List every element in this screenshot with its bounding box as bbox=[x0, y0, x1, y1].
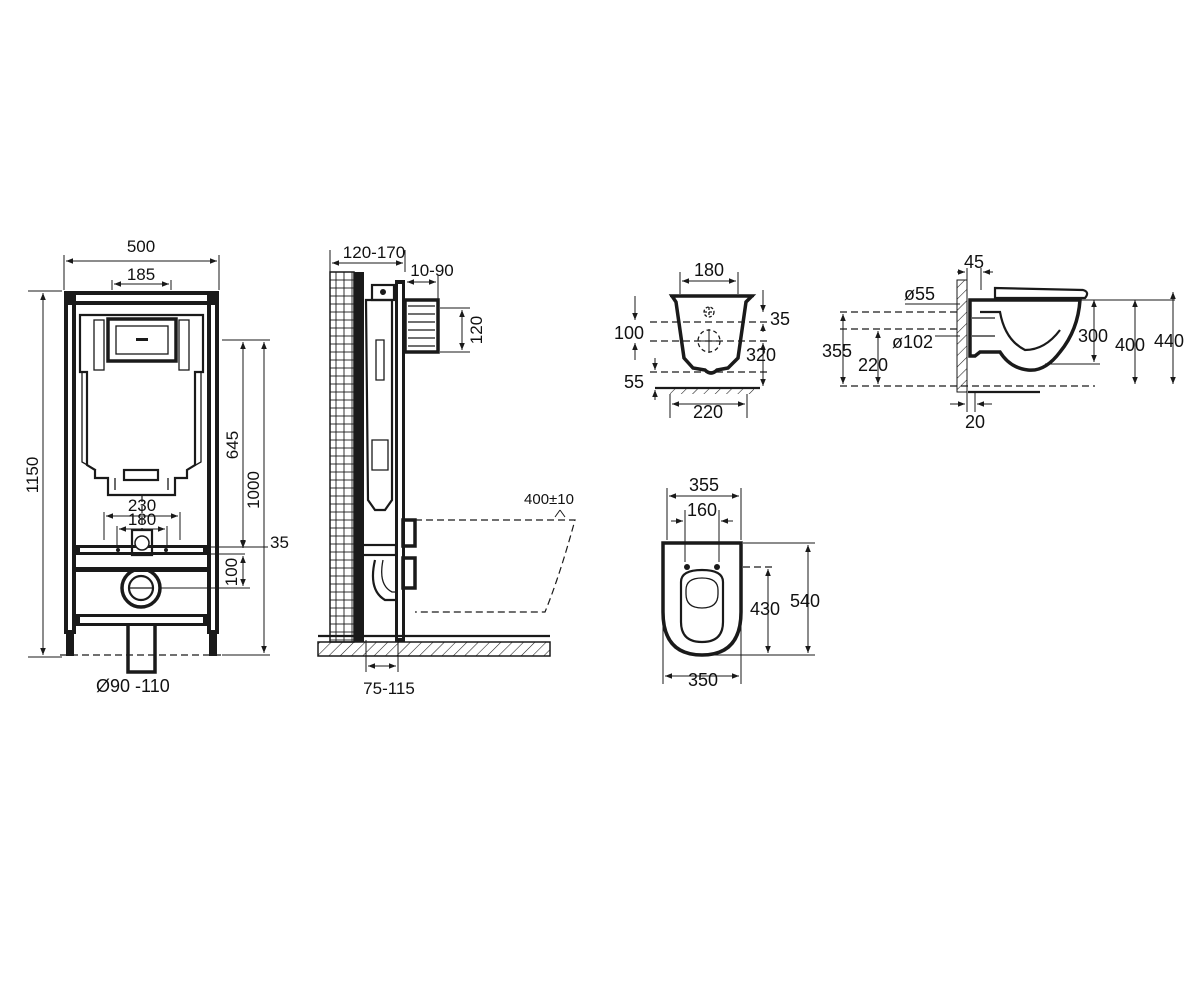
dim-back-100: 100 bbox=[614, 323, 644, 343]
bowl-outline-dashed bbox=[415, 519, 576, 613]
bowl-top-view: 355 160 430 540 350 bbox=[661, 475, 820, 690]
dim-side-45: 45 bbox=[964, 252, 984, 272]
wall-board bbox=[354, 272, 364, 642]
bowl-top-outline bbox=[661, 541, 743, 657]
dim-back-320: 320 bbox=[746, 345, 776, 365]
dim-side-120: 120 bbox=[467, 316, 486, 344]
dim-1000: 1000 bbox=[244, 471, 263, 509]
dim-side-d55: ø55 bbox=[904, 284, 935, 304]
bowl-back-view: 180 100 35 320 55 220 bbox=[614, 260, 790, 422]
dim-230: 230 bbox=[128, 496, 156, 515]
dim-10-90: 10-90 bbox=[410, 261, 453, 280]
dim-top-540: 540 bbox=[790, 591, 820, 611]
drain-pipe bbox=[126, 626, 157, 674]
dim-side-220: 220 bbox=[858, 355, 888, 375]
frame-front-view: 500 185 1150 645 1000 230 180 35 bbox=[23, 237, 289, 696]
frame-side-view: 120 400±10 120-170 10-90 75-115 bbox=[317, 243, 576, 698]
bowl-top-opening bbox=[679, 568, 725, 644]
dim-100: 100 bbox=[222, 558, 241, 586]
bowl-side-outline bbox=[968, 298, 1082, 372]
cistern-body bbox=[78, 313, 205, 497]
dim-frame-width: 500 bbox=[127, 237, 155, 256]
dim-back-35: 35 bbox=[770, 309, 790, 329]
dim-back-180: 180 bbox=[694, 260, 724, 280]
bowl-back-outline bbox=[668, 294, 757, 375]
flush-plate bbox=[106, 317, 178, 363]
dim-side-d102: ø102 bbox=[892, 332, 933, 352]
dim-side-355: 355 bbox=[822, 341, 852, 361]
tiled-wall bbox=[329, 271, 355, 643]
dim-pipe-diameter: Ø90 -110 bbox=[96, 676, 170, 696]
bowl-side-view: 45 ø55 ø102 355 220 300 400 440 20 bbox=[822, 252, 1184, 432]
frame-right-foot bbox=[209, 634, 217, 656]
dim-top-355: 355 bbox=[689, 475, 719, 495]
flush-box-side bbox=[403, 298, 440, 354]
toilet-seat bbox=[993, 286, 1089, 300]
dim-180: 180 bbox=[128, 510, 156, 529]
dim-top-160: 160 bbox=[687, 500, 717, 520]
dim-side-440: 440 bbox=[1154, 331, 1184, 351]
dim-120-170: 120-170 bbox=[343, 243, 405, 262]
dim-frame-inner-width: 185 bbox=[127, 265, 155, 284]
dim-back-55: 55 bbox=[624, 372, 644, 392]
dim-top-350: 350 bbox=[688, 670, 718, 690]
dim-35: 35 bbox=[270, 533, 289, 552]
dim-side-400: 400 bbox=[1115, 335, 1145, 355]
cistern-side bbox=[364, 298, 394, 512]
frame-left-foot bbox=[66, 634, 74, 656]
floor-section bbox=[317, 641, 551, 657]
dim-side-300: 300 bbox=[1078, 326, 1108, 346]
dim-top-430: 430 bbox=[750, 599, 780, 619]
drain-bend bbox=[371, 559, 398, 602]
dim-645: 645 bbox=[223, 431, 242, 459]
dim-back-220: 220 bbox=[693, 402, 723, 422]
dim-side-20: 20 bbox=[965, 412, 985, 432]
dim-75-115: 75-115 bbox=[363, 679, 415, 698]
dim-bowl-height: 400±10 bbox=[524, 491, 574, 508]
dim-frame-height: 1150 bbox=[23, 457, 42, 494]
bowl-bolt bbox=[401, 518, 417, 548]
